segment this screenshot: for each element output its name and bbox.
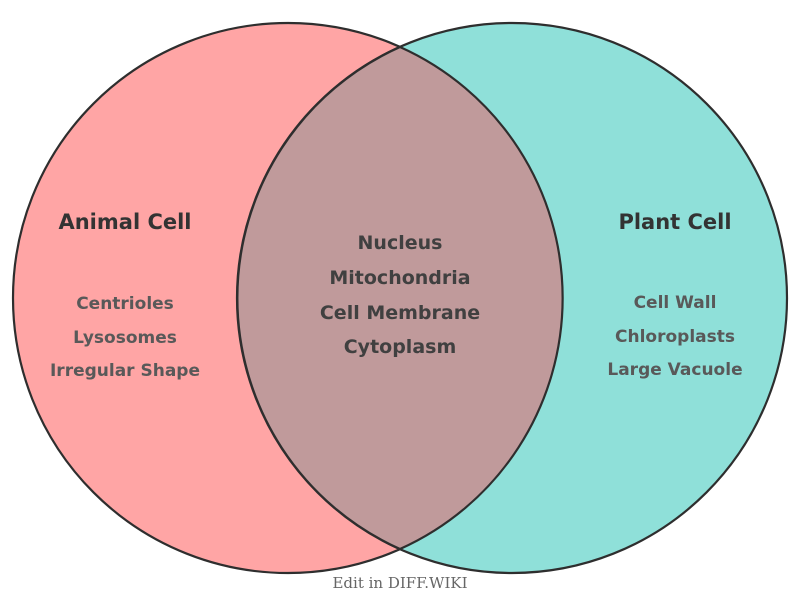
shared-item-cell-membrane: Cell Membrane (320, 302, 480, 324)
edit-in-diff-wiki-link[interactable]: Edit in DIFF.WIKI (332, 574, 467, 592)
animal-item-centrioles: Centrioles (76, 294, 174, 314)
animal-item-irregular-shape: Irregular Shape (50, 361, 200, 381)
overlap-region (236, 45, 564, 551)
shared-item-nucleus: Nucleus (358, 232, 443, 254)
plant-cell-title: Plant Cell (618, 210, 731, 234)
plant-item-chloroplasts: Chloroplasts (615, 327, 735, 347)
shared-item-cytoplasm: Cytoplasm (344, 336, 457, 358)
animal-cell-title: Animal Cell (58, 210, 191, 234)
shared-item-mitochondria: Mitochondria (329, 267, 470, 289)
animal-item-lysosomes: Lysosomes (73, 328, 177, 348)
plant-item-large-vacuole: Large Vacuole (607, 360, 742, 380)
plant-item-cell-wall: Cell Wall (634, 293, 717, 313)
